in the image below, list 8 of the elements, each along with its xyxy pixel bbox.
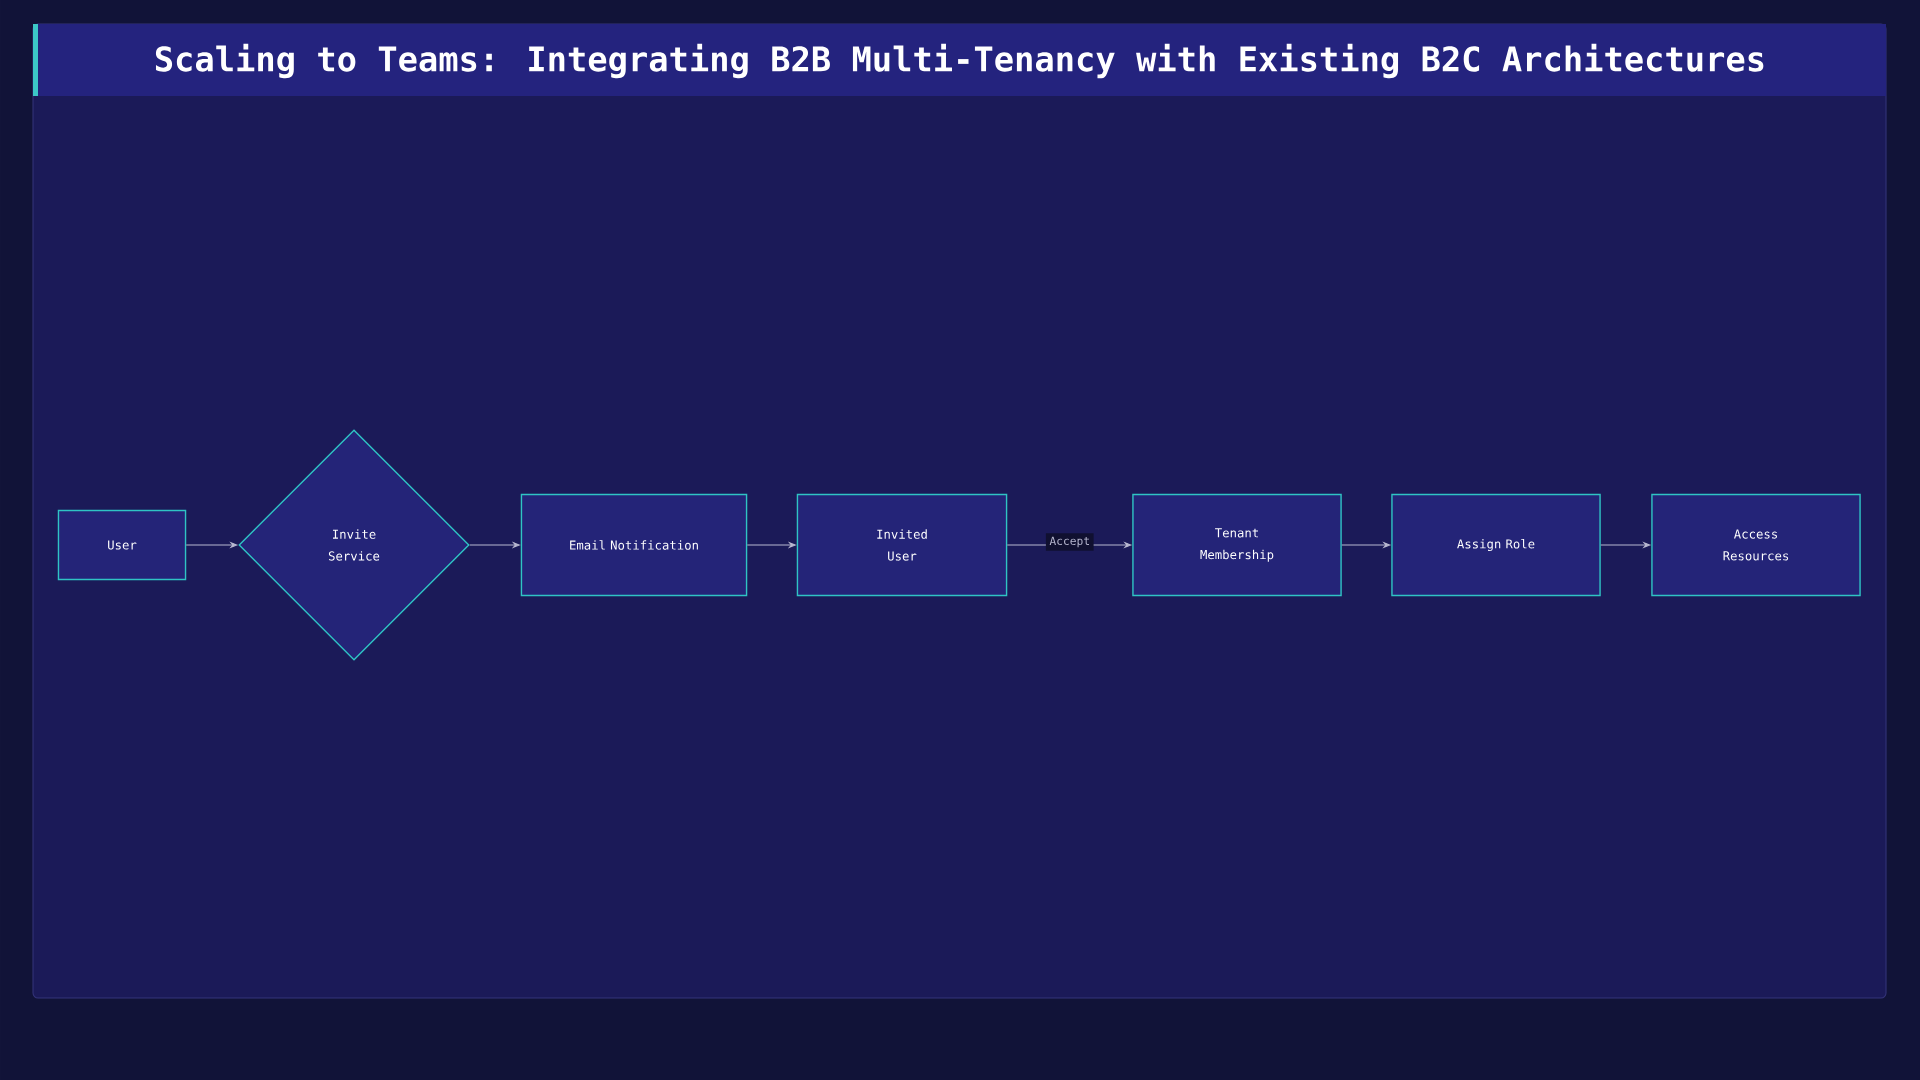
process-box: Invited User	[796, 493, 1008, 597]
process-box: Tenant Membership	[1132, 493, 1342, 597]
process-box: User	[57, 509, 187, 581]
process-box: Access Resources	[1651, 493, 1861, 597]
process-box: Assign Role	[1391, 493, 1601, 597]
title-band: Scaling to Teams: Integrating B2B Multi-Tenancy with Existing B2C Architectures	[33, 24, 1886, 96]
edge-label: Accept	[1045, 533, 1094, 551]
process-box: Email Notification	[520, 493, 748, 597]
